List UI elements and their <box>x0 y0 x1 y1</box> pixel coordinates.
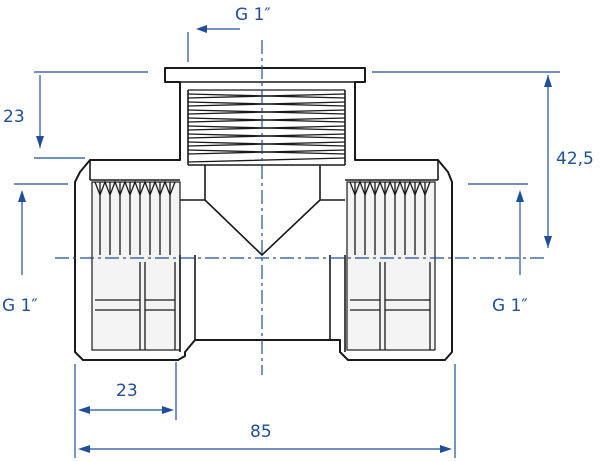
top-thread-label: G 1″ <box>235 5 271 25</box>
centre-height-label: 42,5 <box>556 149 594 169</box>
left-thread <box>91 180 181 351</box>
centre-height-dimension: 42,5 <box>372 71 594 248</box>
tee-body <box>74 67 453 361</box>
top-branch-depth-label: 23 <box>3 107 25 127</box>
overall-length-label: 85 <box>250 422 272 442</box>
top-thread <box>187 89 346 165</box>
left-thread-label: G 1″ <box>2 296 38 316</box>
side-thread-length-dimension: 23 <box>74 362 177 458</box>
right-thread-label: G 1″ <box>492 296 528 316</box>
top-thread-dimension: G 1″ <box>187 5 271 62</box>
overall-length-dimension: 85 <box>78 364 456 458</box>
right-thread <box>346 180 436 351</box>
right-thread-dimension: G 1″ <box>468 183 528 316</box>
top-branch-depth-dimension: 23 <box>3 71 148 159</box>
side-thread-length-label: 23 <box>116 381 138 401</box>
inner-branch <box>180 164 345 257</box>
left-thread-dimension: G 1″ <box>2 183 68 316</box>
